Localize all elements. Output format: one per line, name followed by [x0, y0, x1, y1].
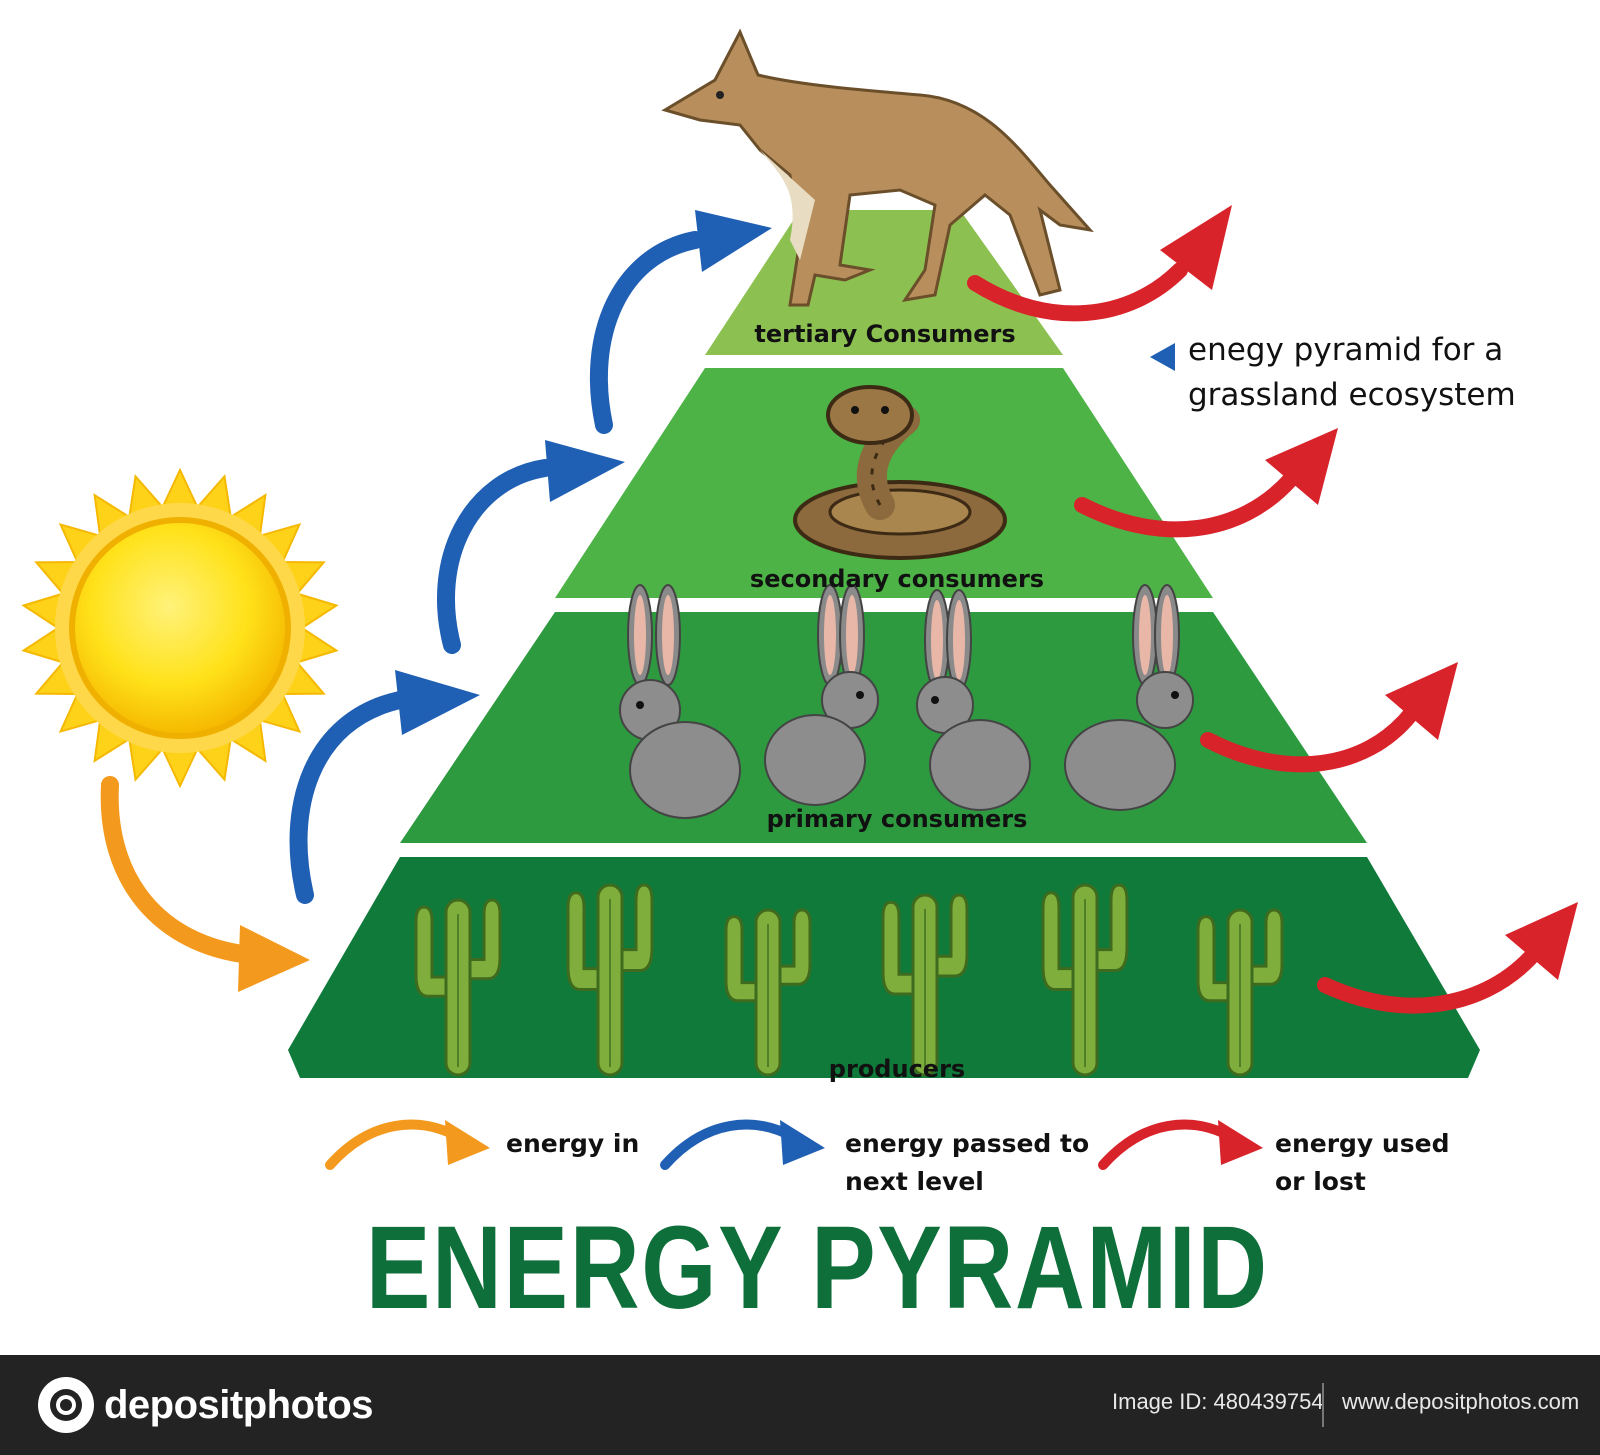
- legend-energy-lost-line1: energy used: [1275, 1129, 1450, 1158]
- brand[interactable]: depositphotos: [38, 1377, 374, 1433]
- level-label-primary: primary consumers: [766, 805, 1028, 833]
- footer-bar: depositphotos Image ID: 480439754 www.de…: [0, 1355, 1600, 1455]
- legend-energy-passed-line2: next level: [845, 1167, 984, 1196]
- cactus-icon: [724, 908, 812, 1077]
- rabbit-icon: [619, 584, 741, 819]
- passed-arrow-2: [436, 440, 625, 654]
- footer-divider: [1322, 1383, 1324, 1427]
- lost-arrow-secondary: [1074, 428, 1338, 538]
- image-id: Image ID: 480439754: [1112, 1389, 1324, 1414]
- site-link[interactable]: www.depositphotos.com: [1342, 1389, 1580, 1414]
- diagram-title: ENERGY PYRAMID: [365, 1202, 1269, 1334]
- legend-energy-passed-arrow: [660, 1119, 825, 1170]
- side-note-line1: enegy pyramid for a: [1188, 332, 1504, 368]
- brand-name: depositphotos: [104, 1382, 374, 1427]
- lost-arrow-producers: [1317, 902, 1578, 1014]
- level-label-secondary: secondary consumers: [749, 565, 1045, 593]
- cactus-icon: [1196, 908, 1284, 1077]
- cactus-icon: [414, 898, 502, 1077]
- energy-in-arrow: [100, 776, 310, 992]
- legend-energy-in-line1: energy in: [506, 1129, 640, 1158]
- rabbit-icon: [916, 589, 1031, 811]
- camera-logo-icon: [38, 1377, 94, 1433]
- lost-arrow-tertiary: [967, 205, 1232, 322]
- legend-energy-passed-line1: energy passed to: [845, 1129, 1090, 1158]
- rabbit-icon: [764, 584, 879, 806]
- legend-energy-passed: energy passed to next level: [845, 1125, 1089, 1201]
- legend-energy-lost-arrow: [1098, 1119, 1263, 1170]
- legend-energy-in: energy in: [506, 1125, 639, 1163]
- cactus-icon: [881, 893, 969, 1077]
- sun-icon: [21, 467, 339, 789]
- side-note-line2: grassland ecosystem: [1188, 377, 1516, 413]
- side-note-marker: [1150, 343, 1175, 371]
- legend-energy-lost: energy used or lost: [1275, 1125, 1449, 1201]
- passed-arrow-3: [589, 210, 772, 434]
- legend-energy-lost-line2: or lost: [1275, 1167, 1366, 1196]
- level-label-tertiary: tertiary Consumers: [754, 320, 1016, 348]
- cactus-group: [414, 883, 1284, 1077]
- legend-arrows: [325, 1119, 1263, 1170]
- lost-arrow-primary: [1200, 662, 1458, 773]
- cactus-icon: [1041, 883, 1129, 1077]
- wolf-icon: [661, 28, 1094, 307]
- diagram-canvas: [21, 28, 1578, 1170]
- passed-arrow-1: [289, 670, 480, 904]
- rabbit-group: [619, 584, 1194, 819]
- side-note: enegy pyramid for a grassland ecosystem: [1188, 328, 1516, 418]
- snake-icon: [793, 385, 1007, 560]
- level-label-producers: producers: [828, 1055, 966, 1083]
- legend-energy-in-arrow: [325, 1119, 490, 1170]
- energy-lost-arrows: [967, 205, 1578, 1014]
- rabbit-icon: [1064, 584, 1194, 811]
- energy-passed-arrows: [289, 210, 1175, 904]
- energy-pyramid-diagram: tertiary Consumers secondary consumers p…: [21, 28, 1578, 1334]
- cactus-icon: [566, 883, 654, 1077]
